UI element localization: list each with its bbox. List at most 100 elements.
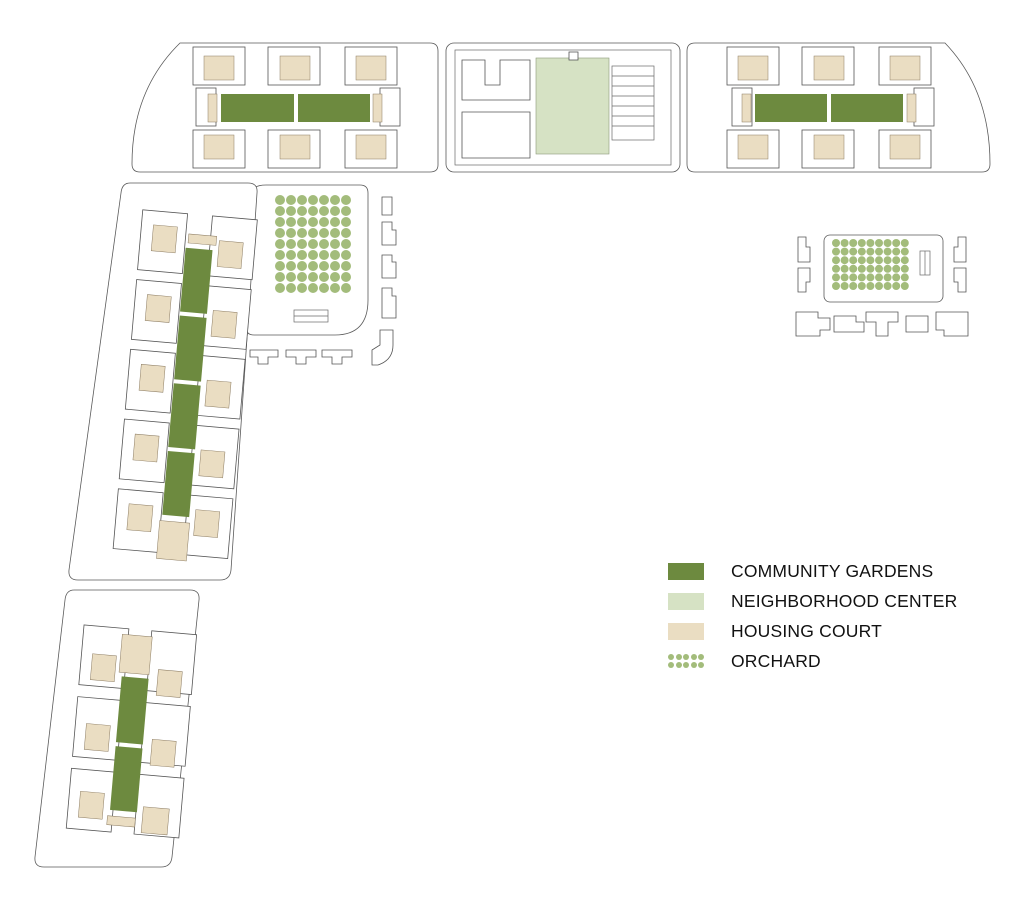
orchard-tree (883, 273, 892, 282)
orchard-tree (319, 283, 329, 293)
legend-label: ORCHARD (731, 650, 821, 671)
orchard-tree (297, 272, 307, 282)
block-west-lower (34, 589, 200, 868)
orchard-tree (849, 282, 858, 290)
orchard-tree (857, 273, 866, 282)
orchard-tree (900, 282, 909, 290)
orchard-tree (849, 256, 858, 265)
orchard-tree (875, 239, 883, 247)
housing-court (126, 224, 244, 562)
orchard-tree (319, 250, 329, 260)
orchard-tree (900, 247, 909, 256)
orchard-tree (832, 256, 840, 265)
orchard-tree (840, 239, 849, 247)
legend-label: HOUSING COURT (731, 620, 883, 641)
orchard-tree (319, 217, 329, 227)
orchard-tree (341, 283, 351, 293)
neighborhood-center (535, 57, 610, 155)
orchard-tree (840, 256, 849, 265)
orchard-tree (286, 195, 296, 205)
orchard-tree (275, 217, 285, 227)
orchard-tree (319, 272, 329, 282)
orchard-tree (883, 247, 892, 256)
orchard-tree (875, 247, 883, 256)
legend-item-community-gardens: COMMUNITY GARDENS (668, 556, 957, 586)
orchard-tree (883, 239, 892, 247)
orchard-tree (319, 261, 329, 271)
housing-court (203, 55, 387, 160)
orchard-tree (857, 264, 866, 273)
orchard-tree (286, 217, 296, 227)
orchard-tree (341, 239, 351, 249)
orchard-dot (698, 662, 704, 668)
orchard-tree (330, 283, 340, 293)
orchard-tree (857, 247, 866, 256)
orchard-tree (857, 256, 866, 265)
orchard-tree (849, 273, 858, 282)
block-north-center (445, 42, 681, 173)
orchard-tree (330, 195, 340, 205)
orchard-tree (297, 239, 307, 249)
orchard-tree (849, 247, 858, 256)
orchard-tree (297, 206, 307, 216)
community-gardens-swatch (668, 562, 704, 580)
orchard-tree (892, 264, 901, 273)
orchard-tree (875, 282, 883, 290)
block-west-upper (68, 182, 258, 581)
orchard-tree (832, 282, 840, 290)
orchard-tree (297, 228, 307, 238)
orchard-dot (698, 654, 704, 660)
orchard-tree (892, 239, 901, 247)
orchard-tree (341, 250, 351, 260)
orchard-tree (286, 283, 296, 293)
orchard-tree (319, 195, 329, 205)
legend: COMMUNITY GARDENS NEIGHBORHOOD CENTER HO… (668, 556, 957, 676)
community-garden (755, 94, 903, 122)
community-garden (162, 247, 213, 518)
orchard-tree (341, 261, 351, 271)
legend-label: NEIGHBORHOOD CENTER (731, 590, 958, 611)
orchard-tree (330, 228, 340, 238)
orchard-tree (857, 239, 866, 247)
orchard-tree (330, 250, 340, 260)
orchard-tree (308, 228, 318, 238)
orchard-tree (892, 256, 901, 265)
orchard-dot (675, 662, 682, 668)
orchard-tree (900, 264, 909, 273)
orchard-tree (275, 261, 285, 271)
orchard-tree (330, 217, 340, 227)
orchard-tree (892, 247, 901, 256)
orchard-tree (866, 239, 875, 247)
orchard-tree (883, 256, 892, 265)
orchard-tree (319, 228, 329, 238)
orchard-tree (297, 217, 307, 227)
orchard-tree (900, 256, 909, 265)
orchard-tree (341, 195, 351, 205)
orchard-tree (840, 247, 849, 256)
orchard-tree (875, 273, 883, 282)
orchard-dot (668, 654, 674, 660)
orchard-tree (286, 228, 296, 238)
orchard-tree (866, 247, 875, 256)
orchard-tree (319, 206, 329, 216)
legend-label: COMMUNITY GARDENS (731, 560, 934, 581)
orchard-tree (308, 272, 318, 282)
legend-item-orchard: ORCHARD (668, 646, 957, 676)
block-north-east (686, 42, 991, 173)
orchard-tree (308, 206, 318, 216)
orchard-tree (857, 282, 866, 290)
orchard-tree (832, 273, 840, 282)
block-orchard-west (245, 184, 397, 366)
orchard-dot (683, 654, 689, 660)
orchard-tree (286, 250, 296, 260)
orchard (832, 239, 909, 290)
orchard-tree (900, 239, 909, 247)
orchard-tree (275, 228, 285, 238)
orchard-tree (286, 239, 296, 249)
orchard-dot (675, 654, 682, 660)
orchard-tree (900, 273, 909, 282)
orchard-tree (297, 261, 307, 271)
orchard-dot (668, 662, 674, 668)
orchard-tree (308, 283, 318, 293)
